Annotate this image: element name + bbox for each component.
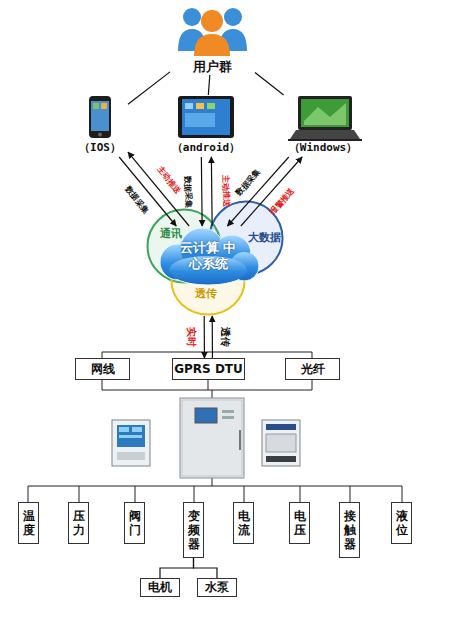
node-label: 压力 — [72, 509, 85, 537]
touch-panel — [112, 420, 150, 466]
tablet-icon — [168, 95, 244, 141]
node-label: 电机 — [148, 579, 172, 596]
connector-arrow — [227, 157, 288, 226]
edge-label: 数据采集 — [122, 185, 151, 217]
connector-line — [194, 558, 218, 578]
cloud-center: 云计算 中心系统 — [150, 226, 265, 286]
connector-line — [160, 558, 194, 578]
connector-arrow — [128, 152, 189, 226]
node-label: 电压 — [293, 509, 306, 537]
comm-box: 光纤 — [285, 358, 340, 380]
connector-line — [255, 72, 284, 95]
edge-label: 透传 — [218, 327, 232, 347]
edge-label: 数据采集 — [233, 167, 262, 198]
connector-line — [128, 72, 170, 104]
node-label: 透传 — [195, 286, 217, 301]
sensor-box: 液位 — [391, 502, 412, 544]
node-label: 通讯 — [160, 226, 182, 241]
user-group: 用户群 — [170, 3, 255, 75]
node-label: 云计算 中心系统 — [177, 240, 239, 272]
edge-label: 实时 — [184, 327, 198, 347]
connector-arrow — [119, 157, 176, 226]
control-cabinet — [180, 398, 244, 478]
load-box: 电机 — [140, 578, 180, 597]
laptop-icon — [278, 95, 368, 141]
node-label: （android） — [158, 140, 254, 155]
edge-label: 数据采集 — [182, 176, 193, 208]
comm-box: 网线 — [75, 358, 130, 380]
connector-arrow — [211, 157, 213, 226]
phone-icon — [72, 95, 128, 141]
connector-arrow — [201, 157, 203, 226]
ios-device: （IOS） — [72, 95, 128, 157]
connector-arrow — [241, 157, 302, 226]
comm-bus — [102, 352, 312, 398]
connector-arrow — [204, 316, 205, 358]
node-label: 阀门 — [128, 509, 141, 537]
android-device: （android） — [168, 95, 244, 157]
connector-arrow — [212, 316, 213, 358]
node-label: GPRS DTU — [174, 362, 243, 376]
windows-device: （Windows） — [278, 95, 368, 157]
sensor-box: 温度 — [18, 502, 39, 544]
edge-label: 主动推送 — [155, 164, 184, 196]
sensor-box: 电流 — [233, 502, 254, 544]
users-icon — [170, 3, 255, 57]
io-module — [262, 420, 300, 466]
field-bus — [28, 478, 402, 502]
sensor-box: 压力 — [68, 502, 89, 544]
edge-label: 报警推送 — [267, 185, 296, 216]
load-box: 水泵 — [197, 578, 237, 597]
node-label: 大数据 — [248, 230, 281, 245]
node-label: 用户群 — [160, 58, 265, 76]
node-label: 光纤 — [301, 361, 325, 378]
node-label: 温度 — [22, 509, 35, 537]
actuator-box: 阀门 — [124, 502, 145, 544]
edge-label: 主动推送 — [220, 175, 231, 207]
node-label: 液位 — [395, 509, 408, 537]
comm-box: GPRS DTU — [172, 358, 245, 380]
node-label: 水泵 — [205, 579, 229, 596]
node-label: （IOS） — [62, 140, 138, 155]
node-label: 变频器 — [187, 509, 200, 551]
connector-line — [208, 75, 209, 95]
node-label: 网线 — [91, 361, 115, 378]
node-label: 电流 — [237, 509, 250, 537]
actuator-box: 接触器 — [339, 502, 360, 558]
inverter-box: 变频器 — [183, 502, 204, 558]
node-label: 接触器 — [343, 509, 356, 551]
node-label: （Windows） — [268, 140, 378, 155]
sensor-box: 电压 — [289, 502, 310, 544]
